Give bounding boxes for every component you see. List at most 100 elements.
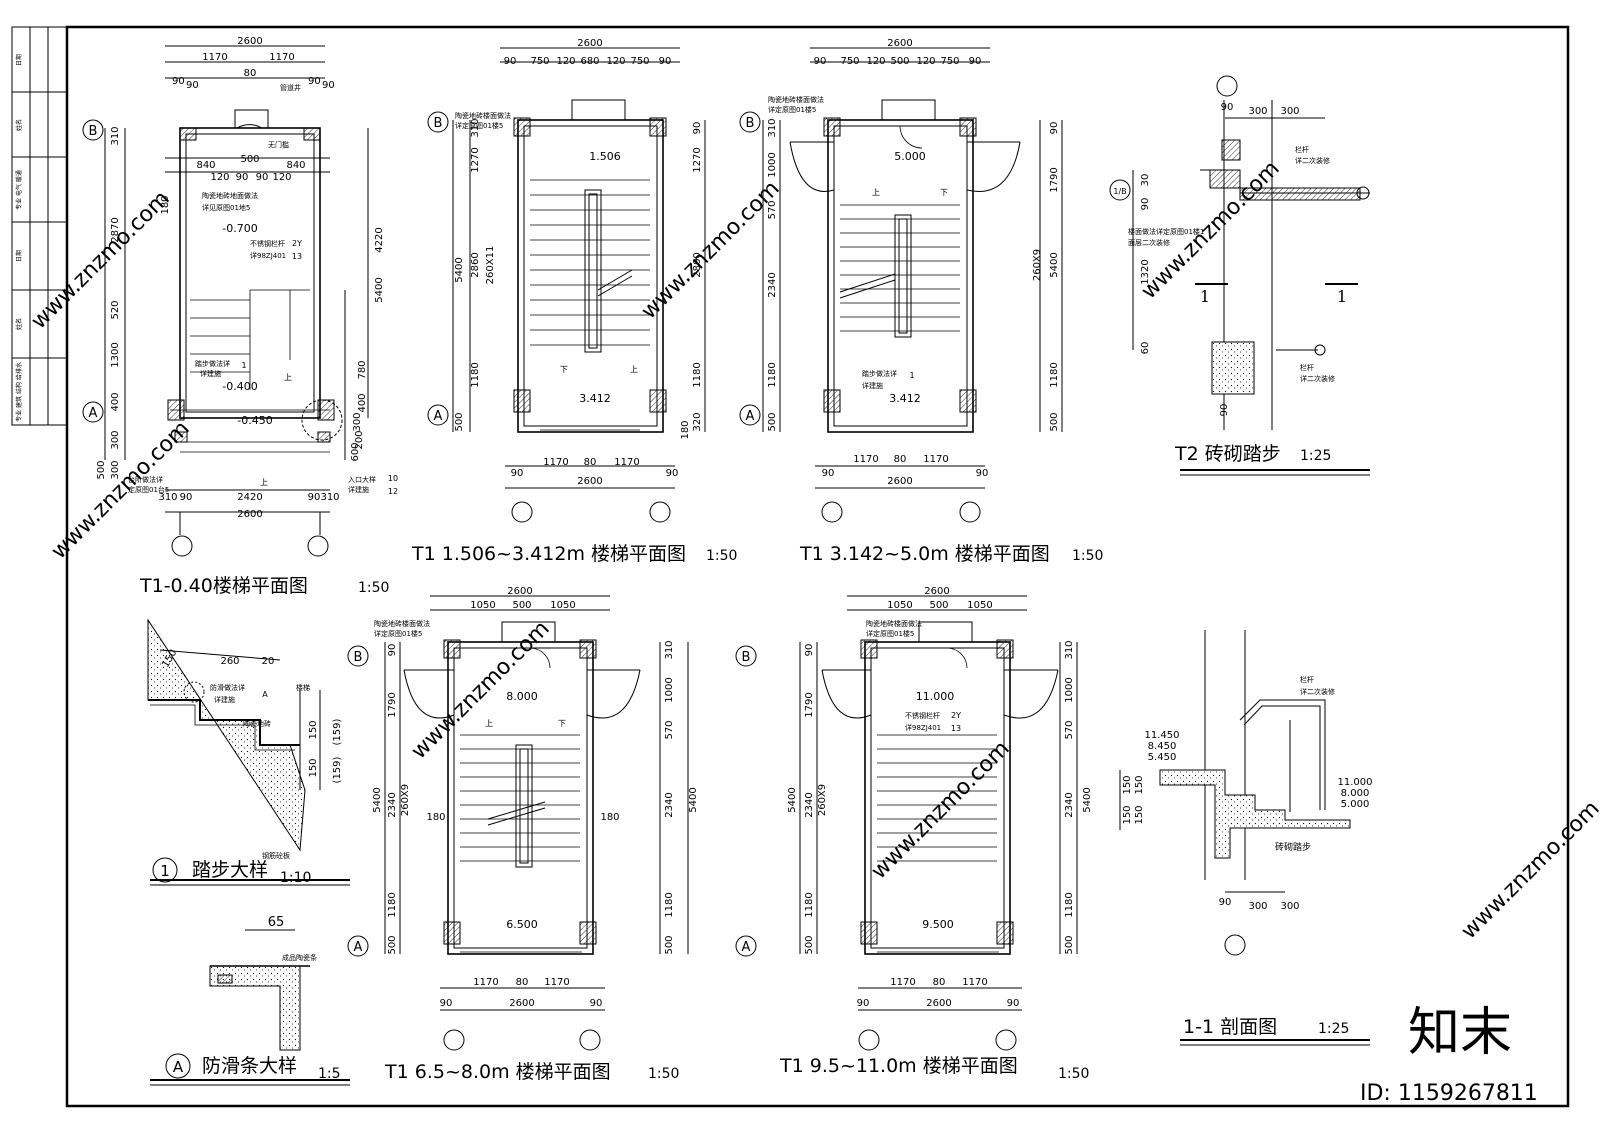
label: 1050 bbox=[967, 600, 992, 611]
label: 90 bbox=[692, 122, 703, 135]
label: 90 bbox=[1140, 198, 1151, 211]
label: 500 bbox=[1064, 935, 1075, 954]
scale: 1:25 bbox=[1318, 1021, 1349, 1037]
watermark-site: www.znzmo.com bbox=[637, 176, 785, 324]
label: 详98ZJ401 bbox=[250, 251, 286, 260]
label: 500 bbox=[96, 460, 107, 479]
scale: 1:10 bbox=[280, 870, 311, 886]
label: 钢筋砼板 bbox=[262, 851, 290, 860]
section-1-1 bbox=[1119, 630, 1370, 1046]
title-block-cell: 专业 电气 暖通 bbox=[15, 170, 23, 210]
label: 详见原图01地5 bbox=[202, 203, 250, 212]
label: 详98ZJ401 bbox=[905, 723, 941, 732]
label: 1180 bbox=[470, 362, 481, 387]
label: 300 bbox=[1248, 106, 1267, 117]
label: 定原图01台5 bbox=[128, 485, 169, 494]
label: 260X9 bbox=[400, 784, 411, 816]
label: 下 bbox=[558, 719, 566, 728]
label: 2340 bbox=[664, 792, 675, 817]
label: 500 bbox=[929, 600, 948, 611]
label: 陶瓷地砖楼面做法 bbox=[374, 619, 430, 628]
axis-label: B bbox=[746, 116, 755, 131]
label: 260X9 bbox=[1032, 249, 1043, 281]
label: 1180 bbox=[387, 892, 398, 917]
scale: 1:25 bbox=[1300, 448, 1331, 464]
label: 1 bbox=[1337, 287, 1347, 306]
label: 1180 bbox=[767, 362, 778, 387]
label: 90 bbox=[172, 76, 185, 87]
label: 120 bbox=[272, 172, 291, 183]
label: 栏杆 bbox=[1295, 145, 1309, 154]
label: 120 bbox=[916, 56, 935, 67]
label: 2340 bbox=[767, 272, 778, 297]
label: 13 bbox=[292, 252, 302, 261]
label: 750 bbox=[630, 56, 649, 67]
title-plan-2: T1 1.506~3.412m 楼梯平面图 bbox=[411, 543, 686, 565]
label: 150 bbox=[308, 758, 319, 777]
plan-5 bbox=[799, 595, 1078, 1011]
label: 120 bbox=[556, 56, 575, 67]
axis-bubble bbox=[171, 535, 193, 557]
plan-3 bbox=[762, 47, 1063, 489]
label: 120 bbox=[866, 56, 885, 67]
label: 1180 bbox=[1064, 892, 1075, 917]
axis-label: B bbox=[354, 650, 363, 665]
label: 2600 bbox=[887, 38, 912, 49]
detail-number: A bbox=[173, 1058, 184, 1076]
axis-label: 1/B bbox=[1113, 187, 1126, 196]
label: 不锈钢栏杆 bbox=[250, 239, 285, 248]
label: 详定原图01楼5 bbox=[455, 121, 503, 130]
scale: 1:50 bbox=[1058, 1066, 1089, 1082]
detail-1 bbox=[147, 618, 350, 886]
title-t2: T2 砖砌踏步 bbox=[1174, 443, 1281, 465]
label: 2Y bbox=[951, 711, 961, 720]
label: 500 bbox=[512, 600, 531, 611]
label: 80 bbox=[933, 977, 946, 988]
label: 150 bbox=[1122, 775, 1133, 794]
label: 90 bbox=[1219, 897, 1232, 908]
label: 1170 bbox=[202, 52, 227, 63]
title-section: 1-1 剖面图 bbox=[1183, 1016, 1277, 1038]
label: 310 bbox=[320, 492, 339, 503]
axis-label: A bbox=[742, 940, 751, 955]
label: 1170 bbox=[923, 454, 948, 465]
label: 5400 bbox=[688, 787, 699, 812]
label: 详建施 bbox=[200, 369, 221, 378]
label: 310 bbox=[1064, 640, 1075, 659]
axis-bubble-B bbox=[82, 119, 104, 141]
axis-label: A bbox=[746, 409, 755, 424]
label: 570 bbox=[664, 720, 675, 739]
label: 防滑做法详 bbox=[210, 683, 245, 692]
label: 详二次装修 bbox=[1295, 156, 1330, 165]
label: 1320 bbox=[1140, 259, 1151, 284]
label: 10 bbox=[388, 474, 398, 483]
label: 台阶做法详 bbox=[128, 475, 163, 484]
label: 300 bbox=[110, 430, 121, 449]
label: 90 bbox=[308, 76, 321, 87]
label: 150 bbox=[1134, 775, 1145, 794]
axis-bubble bbox=[307, 535, 329, 557]
label: 陶瓷地砖楼面做法 bbox=[768, 95, 824, 104]
label: 5400 bbox=[1082, 787, 1093, 812]
label: 5400 bbox=[454, 257, 465, 282]
label: 90 bbox=[236, 172, 249, 183]
label: 2600 bbox=[887, 476, 912, 487]
label: 入口大样 bbox=[348, 475, 376, 484]
title-plan-5: T1 9.5~11.0m 楼梯平面图 bbox=[779, 1055, 1018, 1077]
label: 90 bbox=[504, 56, 517, 67]
label: 90 bbox=[180, 492, 193, 503]
label: 2340 bbox=[1064, 792, 1075, 817]
label: 90 bbox=[308, 492, 321, 503]
label: 楼梯 bbox=[296, 683, 310, 692]
axis-bubble-A bbox=[82, 401, 104, 423]
detail-a bbox=[150, 929, 350, 1086]
label: 2600 bbox=[577, 38, 602, 49]
label: 上 bbox=[284, 373, 292, 382]
label: 300 bbox=[110, 460, 121, 479]
label: 12 bbox=[388, 487, 398, 496]
label: 陶瓷地砖楼面做法 bbox=[455, 111, 511, 120]
label: 踏步做法详 bbox=[195, 359, 230, 368]
